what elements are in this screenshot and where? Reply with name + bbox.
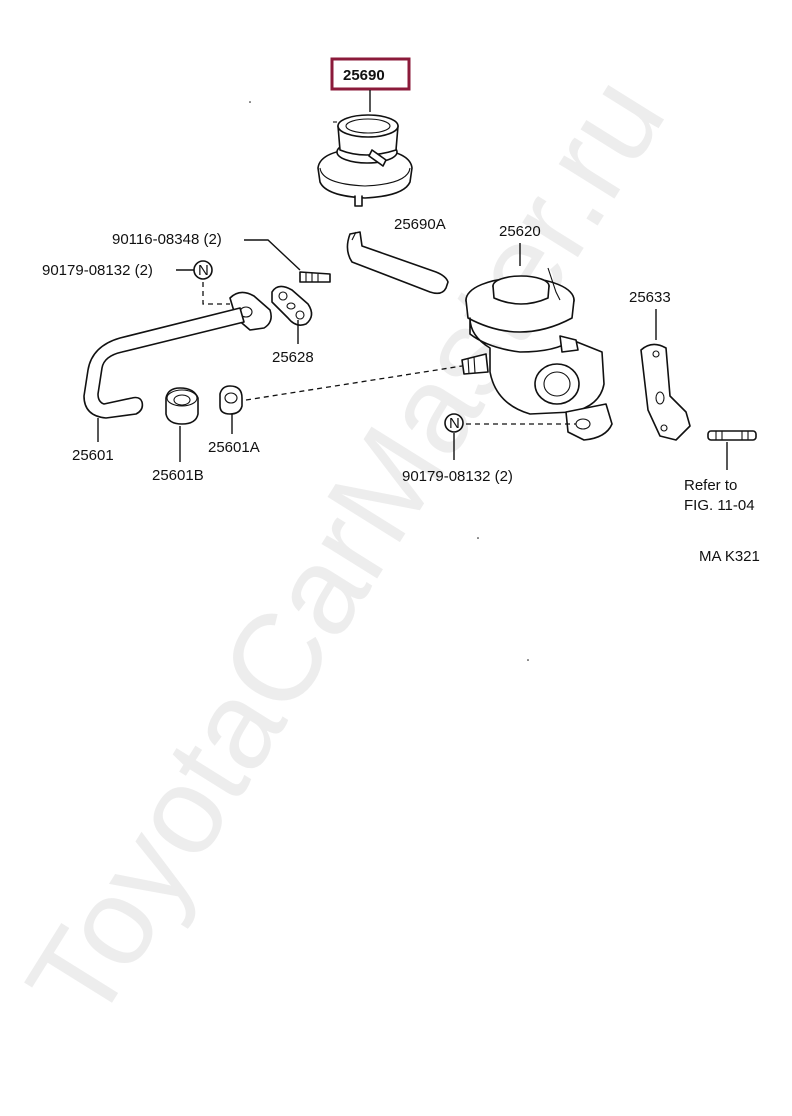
label-25628[interactable]: 25628 xyxy=(272,349,314,366)
label-25601[interactable]: 25601 xyxy=(72,447,114,464)
label-25633[interactable]: 25633 xyxy=(629,289,671,306)
speck xyxy=(477,537,479,539)
part-25690-drawing[interactable] xyxy=(317,114,413,207)
label-25601B[interactable]: 25601B xyxy=(152,467,204,484)
leader-90116 xyxy=(244,239,301,271)
label-90179-08132-bottom[interactable]: 90179-08132 (2) xyxy=(402,468,513,485)
n-symbol-top-icon xyxy=(193,260,213,280)
part-25601B-nut[interactable] xyxy=(165,387,199,425)
label-25690[interactable]: 25690 xyxy=(343,67,385,84)
part-25601-pipe[interactable] xyxy=(83,291,272,419)
highlight-box xyxy=(330,57,411,91)
part-25601A-sleeve[interactable] xyxy=(219,385,243,415)
label-25690A[interactable]: 25690A xyxy=(394,216,446,233)
part-25690A-hose[interactable] xyxy=(346,231,449,295)
n-symbol-bottom-icon xyxy=(444,413,464,433)
n-symbol-top-text: N xyxy=(198,262,209,279)
speck xyxy=(249,101,251,103)
speck xyxy=(527,659,529,661)
figure-code: MA K321 xyxy=(699,548,760,565)
refer-line-2[interactable]: FIG. 11-04 xyxy=(684,497,755,514)
dashed-link-top xyxy=(202,282,230,305)
watermark: ToyotaCarMaster.ru xyxy=(1,54,691,1045)
part-25633-bracket[interactable] xyxy=(640,343,691,441)
label-90179-08132-top[interactable]: 90179-08132 (2) xyxy=(42,262,153,279)
label-25620[interactable]: 25620 xyxy=(499,223,541,240)
label-90116-08348[interactable]: 90116-08348 (2) xyxy=(112,231,222,248)
stud-refer-drawing[interactable] xyxy=(707,430,757,441)
n-symbol-bottom-text: N xyxy=(449,415,460,432)
refer-line-1: Refer to xyxy=(684,477,737,494)
label-25601A[interactable]: 25601A xyxy=(208,439,260,456)
part-90116-stud[interactable] xyxy=(299,271,331,283)
part-25620-egr-valve[interactable] xyxy=(461,267,613,441)
dashed-link-pipe xyxy=(245,365,463,401)
part-25628-gasket[interactable] xyxy=(271,285,313,326)
